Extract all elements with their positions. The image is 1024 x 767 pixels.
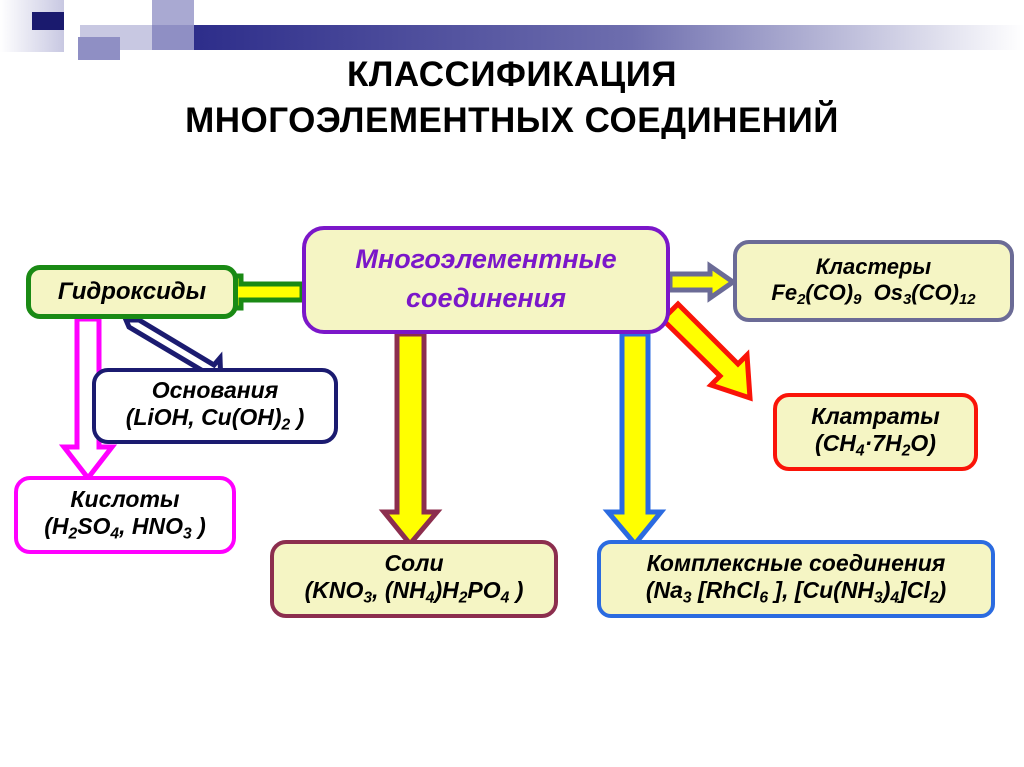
- node-acids-formula: (H2SO4, HNO3 ): [44, 513, 206, 543]
- page-title-line-1: КЛАССИФИКАЦИЯ: [346, 55, 678, 94]
- decoration-block-g: [78, 37, 120, 60]
- arrow-central-to-clathrates: [657, 300, 753, 402]
- node-complexes-formula: (Na3 [RhCl6 ], [Cu(NH3)4]Cl2): [645, 577, 947, 607]
- arrow-hydroxides-to-acids: [58, 316, 118, 483]
- node-bases-formula: (LiOH, Cu(OH)2 ): [125, 404, 305, 434]
- node-acids[interactable]: Кислоты (H2SO4, HNO3 ): [14, 476, 236, 554]
- node-clusters[interactable]: Кластеры Fe2(CO)9 Os3(CO)12: [733, 240, 1014, 322]
- node-complexes-label: Комплексные соединения: [646, 550, 946, 577]
- node-acids-label: Кислоты: [70, 486, 180, 513]
- node-central-line-1: Многоэлементные: [355, 243, 617, 274]
- node-clusters-formula: Fe2(CO)9 Os3(CO)12: [771, 279, 976, 308]
- page-title-line-2: МНОГОЭЛЕМЕНТНЫХ СОЕДИНЕНИЙ: [185, 101, 839, 140]
- node-bases-label: Основания: [151, 377, 279, 404]
- node-clusters-label: Кластеры: [815, 253, 932, 279]
- arrow-central-to-complexes: [602, 331, 667, 548]
- arrow-central-to-clusters: [667, 261, 738, 303]
- node-hydroxides-label: Гидроксиды: [57, 277, 207, 305]
- node-polyelement-compounds[interactable]: Многоэлементные соединения: [302, 226, 670, 334]
- node-clathrates-label: Клатраты: [811, 403, 940, 430]
- decoration-block-e: [152, 25, 194, 50]
- decoration-block-b: [32, 12, 64, 30]
- node-salts[interactable]: Соли (KNO3, (NH4)H2PO4 ): [270, 540, 558, 618]
- node-salts-label: Соли: [384, 550, 444, 577]
- decoration-block-h: [80, 25, 110, 37]
- node-central-line-2: соединения: [405, 282, 567, 313]
- node-salts-formula: (KNO3, (NH4)H2PO4 ): [304, 577, 524, 607]
- node-hydroxides[interactable]: Гидроксиды: [26, 265, 238, 319]
- header-decoration: [0, 0, 1024, 60]
- page-title: КЛАССИФИКАЦИЯ МНОГОЭЛЕМЕНТНЫХ СОЕДИНЕНИЙ: [0, 52, 1024, 144]
- node-bases[interactable]: Основания (LiOH, Cu(OH)2 ): [92, 368, 338, 444]
- node-clathrates-formula: (CH4·7H2O): [815, 430, 936, 460]
- decoration-block-f: [152, 0, 194, 25]
- node-complex-compounds[interactable]: Комплексные соединения (Na3 [RhCl6 ], [C…: [597, 540, 995, 618]
- arrow-central-to-salts: [378, 331, 443, 548]
- decoration-gradient-bar: [152, 25, 1024, 50]
- node-clathrates[interactable]: Клатраты (CH4·7H2O): [773, 393, 978, 471]
